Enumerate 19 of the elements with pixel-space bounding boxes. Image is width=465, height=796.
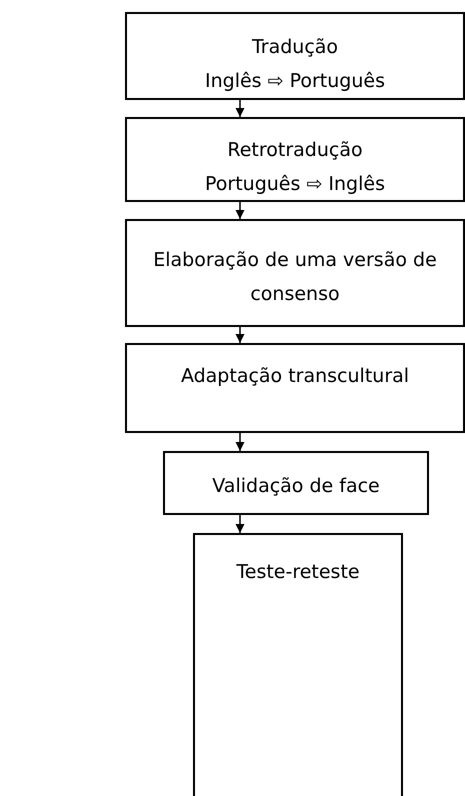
- box-text: Validação de face: [211, 474, 381, 499]
- process-box: [125, 117, 465, 202]
- arrow: [236, 100, 244, 117]
- box-text: Retrotradução: [226, 138, 364, 163]
- arrow: [236, 433, 244, 451]
- arrow: [236, 202, 244, 219]
- arrow: [236, 515, 244, 533]
- process-box: [125, 343, 465, 433]
- process-box: [163, 451, 429, 515]
- process-box: [125, 12, 465, 100]
- process-box: [125, 219, 465, 327]
- box-text: Inglês ⇨ Português: [204, 69, 386, 94]
- box-text: Português ⇨ Inglês: [204, 172, 386, 197]
- box-text: Adaptação transcultural: [180, 364, 410, 389]
- process-box: [193, 533, 403, 796]
- arrow: [236, 327, 244, 343]
- box-text: Elaboração de uma versão de consenso: [152, 248, 438, 307]
- box-text: Tradução: [250, 35, 340, 60]
- box-text: Teste-reteste: [235, 560, 361, 585]
